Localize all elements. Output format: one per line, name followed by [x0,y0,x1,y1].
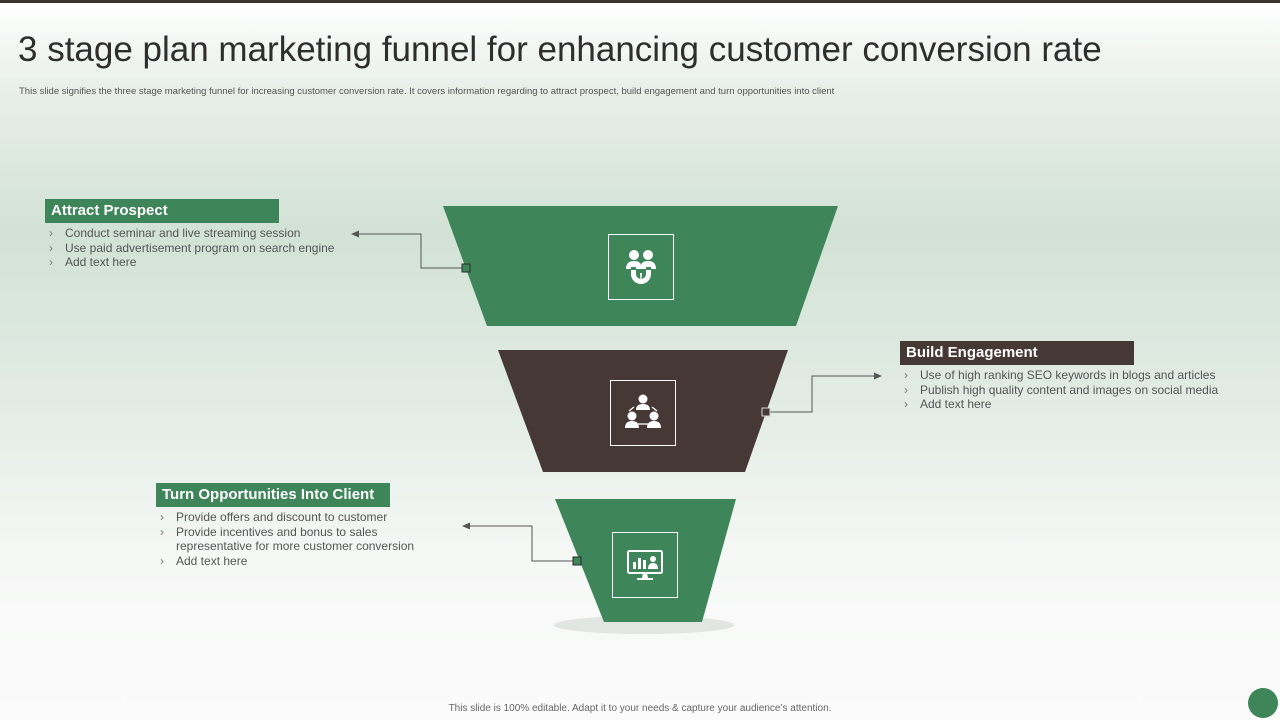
turn-opportunities-heading: Turn Opportunities Into Client [156,483,390,507]
list-item: Add text here [45,255,365,270]
list-item: Use of high ranking SEO keywords in blog… [900,368,1260,383]
stage-1-icon-box [608,234,674,300]
list-item: Add text here [156,554,436,569]
list-item: Conduct seminar and live streaming sessi… [45,226,365,241]
connector-stage-3 [462,522,577,562]
team-network-icon [625,394,661,428]
customer-magnet-icon [626,250,656,284]
corner-decoration [1248,688,1278,718]
list-item: Provide offers and discount to customer [156,510,436,525]
funnel-stage-2[interactable] [498,350,788,472]
connector-node-3 [572,556,582,566]
stage-3-icon-box [612,532,678,598]
attract-prospect-heading: Attract Prospect [45,199,279,223]
list-item: Add text here [900,397,1260,412]
page-subtitle: This slide signifies the three stage mar… [19,86,835,97]
build-engagement-list: Use of high ranking SEO keywords in blog… [900,368,1260,412]
connector-stage-2 [766,372,882,413]
attract-prospect-list: Conduct seminar and live streaming sessi… [45,226,365,270]
turn-opportunities-list: Provide offers and discount to customer … [156,510,436,568]
page-title: 3 stage plan marketing funnel for enhanc… [18,30,1102,69]
top-accent-bar [0,0,1280,3]
build-engagement-heading: Build Engagement [900,341,1134,365]
connector-node-1 [461,263,471,273]
connector-stage-1 [351,230,466,269]
footer-note: This slide is 100% editable. Adapt it to… [448,703,832,714]
connector-node-2 [761,407,771,417]
presentation-monitor-icon [627,550,663,580]
list-item: Provide incentives and bonus to sales re… [156,525,436,554]
list-item: Publish high quality content and images … [900,383,1260,398]
list-item: Use paid advertisement program on search… [45,241,365,256]
stage-2-icon-box [610,380,676,446]
